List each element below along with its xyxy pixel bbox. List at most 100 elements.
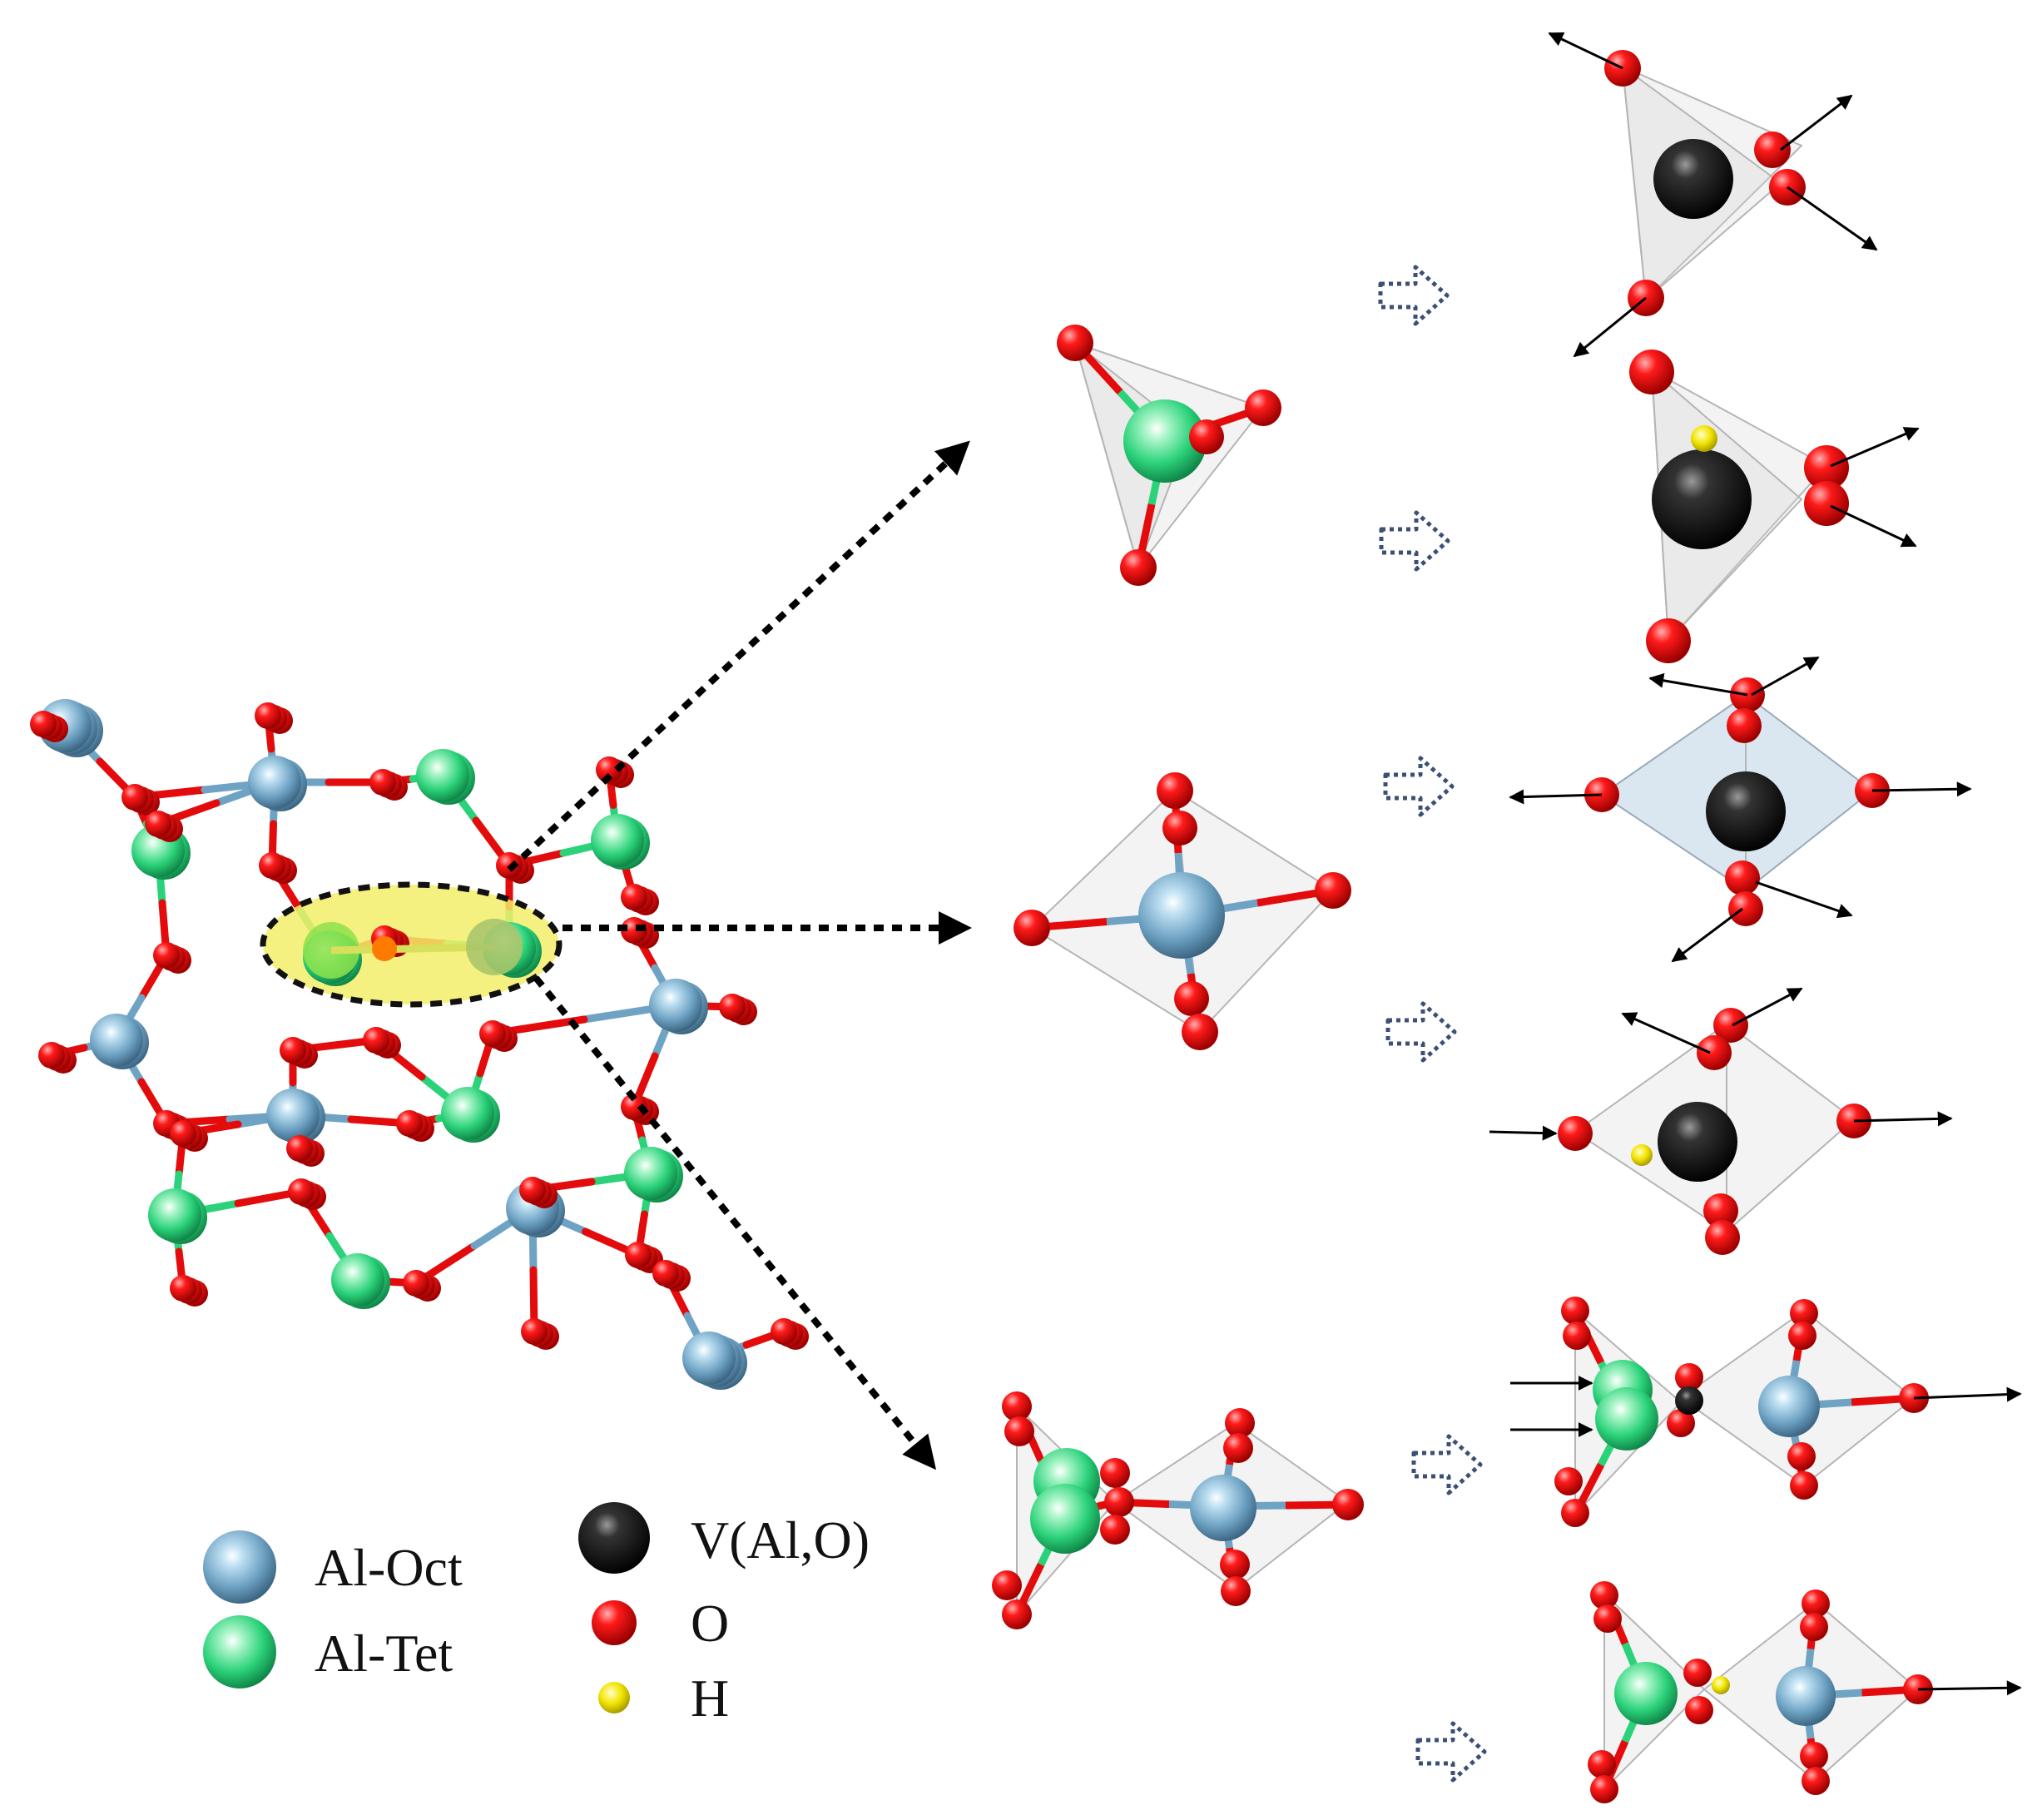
oxygen-atom	[1189, 419, 1224, 454]
al-oct-atom	[1776, 1666, 1836, 1726]
displacement-arrow-icon	[1755, 880, 1853, 919]
defect-structures	[1489, 32, 2022, 1803]
oxygen-atom	[1800, 1613, 1828, 1641]
tet-al-vacancy	[1548, 32, 1878, 358]
hollow-dotted-arrow-icon	[1418, 1723, 1484, 1780]
isolated-polyhedra	[992, 325, 1364, 1629]
oxygen-atom	[519, 1177, 546, 1203]
al-tet-atom	[441, 1087, 494, 1140]
leader-arrow-tetrahedron	[507, 440, 970, 872]
oxygen-atom	[1804, 445, 1849, 490]
legend-vacancy-label: V(Al,O)	[691, 1510, 870, 1570]
al-tet-atom	[331, 1253, 384, 1307]
oxygen-atom	[286, 1135, 313, 1162]
vacancy-site	[1706, 771, 1786, 851]
tet-al-vacancy-with-h	[1629, 350, 1920, 663]
oxygen-atom	[288, 1178, 315, 1205]
displacement-arrow-icon	[1548, 32, 1623, 70]
vacancy-site	[1652, 449, 1752, 549]
al-tet-atom	[591, 814, 644, 867]
oxygen-atom	[1725, 860, 1760, 895]
al-oct-atom	[90, 1014, 143, 1067]
leader-arrow-dimer	[533, 975, 937, 1470]
al-oct-atom	[1758, 1376, 1820, 1437]
oxygen-atom	[1162, 811, 1197, 846]
oxygen-atom	[1014, 910, 1050, 946]
oxygen-atom	[1174, 981, 1209, 1016]
oxygen-atom	[1802, 1767, 1830, 1795]
legend-al-tet-label: Al-Tet	[315, 1624, 453, 1683]
oxygen-atom	[38, 1042, 65, 1069]
oxygen-atom	[1802, 1589, 1830, 1618]
al-tet-atom	[1123, 399, 1207, 483]
displacement-arrow-icon	[1830, 504, 1917, 548]
oxygen-atom	[1561, 1499, 1589, 1527]
oxygen-atom	[1705, 1220, 1740, 1255]
oxygen-atom	[1245, 389, 1281, 426]
al-oct-atom	[649, 979, 702, 1032]
oxygen-atom	[280, 1037, 306, 1064]
isolated-tetrahedron	[1057, 325, 1281, 586]
oxygen-atom	[1790, 1299, 1818, 1327]
oxygen-atom	[1563, 1322, 1591, 1350]
oxygen-atom	[1800, 1742, 1828, 1770]
vacancy-site	[1658, 1102, 1737, 1182]
leader-arrows	[507, 440, 972, 1470]
oxygen-atom	[30, 711, 57, 737]
displacement-arrow-icon	[1671, 907, 1743, 963]
oxygen-atom	[621, 917, 647, 944]
oxygen-atom	[1790, 1471, 1818, 1500]
al-oct-atom	[1190, 1475, 1256, 1541]
oxygen-atom	[621, 884, 647, 910]
al-tet-atom	[1030, 1484, 1100, 1554]
displacement-arrow-icon	[1573, 296, 1647, 358]
legend-al-oct-label: Al-Oct	[315, 1538, 463, 1597]
oxygen-atom	[719, 994, 746, 1020]
legend-hydrogen-swatch	[598, 1682, 630, 1713]
oxygen-atom-highlighted	[372, 936, 397, 961]
hydrogen-atom	[1691, 425, 1717, 452]
oxygen-atom	[521, 1318, 548, 1345]
oxygen-atom	[121, 784, 148, 811]
oxygen-atom	[1713, 1008, 1748, 1043]
displacement-arrow-icon	[1917, 1680, 2022, 1696]
oxygen-atom	[652, 1260, 679, 1287]
structure-atoms	[30, 699, 809, 1390]
legend-oxygen-label: O	[691, 1594, 729, 1653]
oxygen-atom	[1100, 1515, 1130, 1545]
oxygen-atom	[1703, 1193, 1738, 1228]
al-tet-atom-highlighted	[466, 919, 523, 975]
oxygen-atom	[992, 1570, 1022, 1600]
isolated-octahedron	[1014, 772, 1351, 1050]
oxygen-atom	[170, 1120, 196, 1147]
oxygen-atom	[363, 1027, 389, 1054]
oxygen-atom	[479, 1020, 506, 1047]
gamma-alumina-structure	[30, 699, 809, 1390]
oxygen-atom	[1685, 1696, 1713, 1724]
oxygen-atom	[1220, 1550, 1250, 1579]
hollow-dotted-arrow-icon	[1381, 513, 1448, 569]
oxygen-atom	[1804, 481, 1849, 526]
displacement-arrow-icon	[1489, 1125, 1558, 1141]
oxygen-atom	[1182, 1014, 1218, 1050]
al-oct-atom	[248, 756, 301, 809]
oxygen-atom	[1646, 618, 1691, 663]
oxygen-atom	[1697, 1035, 1732, 1070]
oxygen-atom	[1157, 772, 1193, 809]
displacement-arrow-icon	[1648, 672, 1748, 697]
oxygen-atom	[1727, 708, 1762, 743]
oxygen-atom	[1002, 1391, 1032, 1421]
dimer-o-vacancy	[1510, 1297, 2022, 1527]
displacement-arrow-icon	[1853, 1111, 1953, 1127]
oxygen-atom	[1788, 1322, 1816, 1350]
oxygen-atom	[1590, 1775, 1618, 1803]
oxygen-atom	[170, 1275, 196, 1302]
oxygen-atom	[1561, 1297, 1589, 1325]
legend-al-tet-swatch	[203, 1615, 276, 1689]
dimer-o-vacancy-with-h	[1588, 1581, 2022, 1803]
oct-al-vacancy-with-h	[1489, 987, 1953, 1255]
oxygen-atom	[1315, 872, 1351, 909]
oxygen-atom	[1223, 1433, 1253, 1463]
oxygen-atom	[369, 769, 396, 796]
